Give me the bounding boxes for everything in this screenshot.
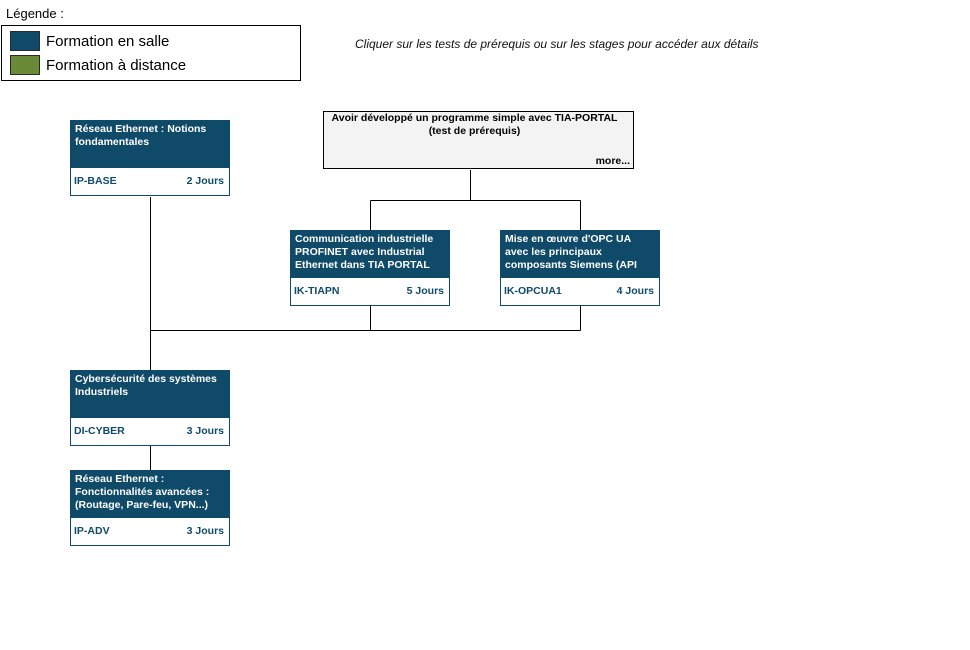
legend-item-classroom: Formation en salle xyxy=(10,31,169,51)
legend-label-remote: Formation à distance xyxy=(46,56,187,74)
course-code: IK-OPCUA1 xyxy=(504,285,562,297)
course-di-cyber[interactable]: Cybersécurité des systèmes Industriels D… xyxy=(70,370,230,446)
course-code: IP-ADV xyxy=(74,525,110,537)
prerequisite-test-box[interactable]: Avoir développé un programme simple avec… xyxy=(323,111,634,169)
course-title: Réseau Ethernet : Notions fondamentales xyxy=(71,121,229,168)
legend: Formation en salle Formation à distance xyxy=(1,25,301,81)
course-duration: 2 Jours xyxy=(186,175,224,187)
instruction-text: Cliquer sur les tests de prérequis ou su… xyxy=(355,37,759,51)
course-code: IK-TIAPN xyxy=(294,285,340,297)
course-duration: 5 Jours xyxy=(406,285,444,297)
course-title: Réseau Ethernet : Fonctionnalités avancé… xyxy=(71,471,229,518)
course-title: Communication industrielle PROFINET avec… xyxy=(291,231,449,278)
course-title: Cybersécurité des systèmes Industriels xyxy=(71,371,229,418)
course-duration: 3 Jours xyxy=(186,425,224,437)
course-ik-opcua1[interactable]: Mise en œuvre d'OPC UA avec les principa… xyxy=(500,230,660,306)
legend-item-remote: Formation à distance xyxy=(10,55,186,75)
legend-label-classroom: Formation en salle xyxy=(46,32,170,50)
classroom-swatch xyxy=(10,31,40,51)
more-link[interactable]: more... xyxy=(595,155,630,167)
prerequisite-title: Avoir développé un programme simple avec… xyxy=(331,112,618,137)
course-ik-tiapn[interactable]: Communication industrielle PROFINET avec… xyxy=(290,230,450,306)
course-code: IP-BASE xyxy=(74,175,117,187)
course-ip-adv[interactable]: Réseau Ethernet : Fonctionnalités avancé… xyxy=(70,470,230,546)
course-duration: 4 Jours xyxy=(616,285,654,297)
course-title: Mise en œuvre d'OPC UA avec les principa… xyxy=(501,231,659,278)
course-duration: 3 Jours xyxy=(186,525,224,537)
legend-title: Légende : xyxy=(6,6,64,21)
course-ip-base[interactable]: Réseau Ethernet : Notions fondamentales … xyxy=(70,120,230,196)
remote-swatch xyxy=(10,55,40,75)
course-code: DI-CYBER xyxy=(74,425,125,437)
